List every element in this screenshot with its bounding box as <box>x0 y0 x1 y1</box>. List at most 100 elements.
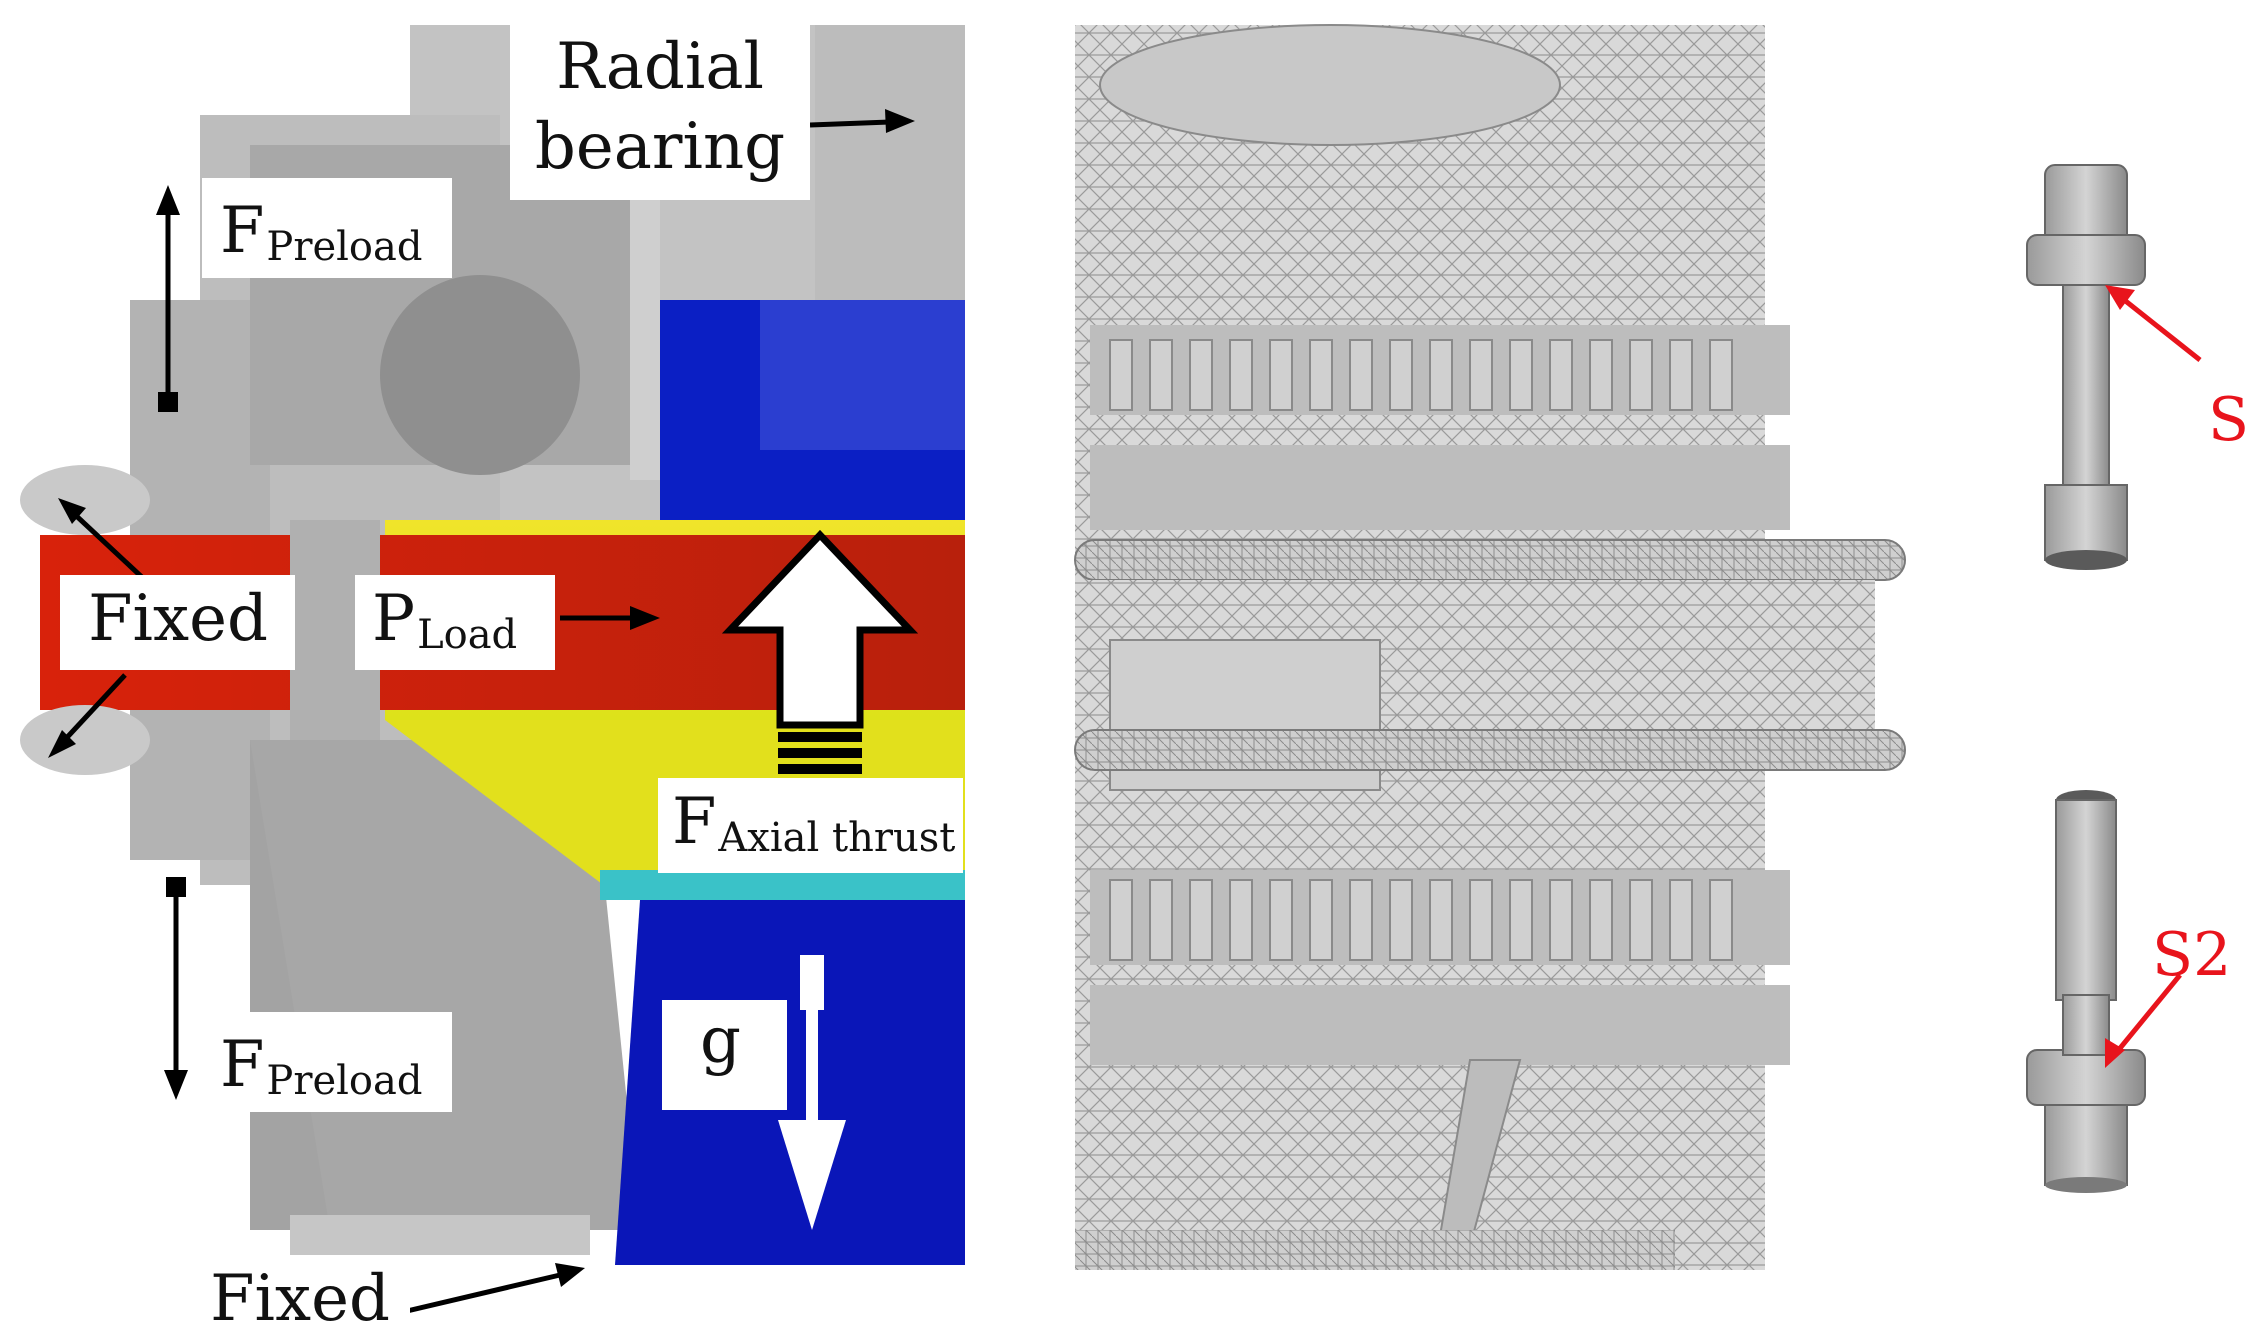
vane-post <box>1429 879 1453 961</box>
fixed-bottom-arrowhead <box>555 1263 585 1287</box>
g-box <box>662 1000 787 1110</box>
f-axial-main: F <box>672 785 716 859</box>
pipe-stub-lower <box>20 705 150 775</box>
gravity-arrowhead <box>778 1120 846 1230</box>
vane-post <box>1149 879 1173 961</box>
fixed-left-box <box>60 575 295 670</box>
fixed-bottom-label: Fixed <box>210 1262 390 1334</box>
runner-top-ellipse <box>1099 24 1561 146</box>
p-load-sub: Load <box>417 612 517 658</box>
middle-ring-lower <box>1074 729 1906 771</box>
radial-bearing-arrow <box>809 119 891 128</box>
pressure-cyan-band <box>600 870 965 900</box>
pressure-blue-bearing <box>760 300 965 450</box>
p-load-box <box>355 575 555 670</box>
s2-end-face <box>2045 1177 2127 1193</box>
fixed-bottom-arrow <box>389 1272 561 1318</box>
p-load-main: P <box>372 582 415 656</box>
preload-up-arrowhead <box>156 185 180 215</box>
vane-post <box>1589 879 1613 961</box>
s1-leader-head <box>2105 285 2135 310</box>
pipe-stub-upper <box>20 465 150 535</box>
vane-post <box>1589 339 1613 411</box>
p-load-label: PLoad <box>372 582 517 658</box>
vane-post <box>1109 879 1133 961</box>
vane-post <box>1109 339 1133 411</box>
vane-post <box>1669 879 1693 961</box>
f-preload-bottom-label: FPreload <box>220 1028 422 1104</box>
f-axial-label: FAxial thrust <box>672 785 955 861</box>
s2-collar <box>2026 1049 2146 1106</box>
gravity-arrow-shaft <box>806 1010 818 1120</box>
vane-post <box>1349 879 1373 961</box>
vane-post <box>1709 879 1733 961</box>
preload-down-arrowhead <box>164 1070 188 1100</box>
load-arrows <box>48 109 915 1318</box>
gravity-arrow-cap <box>800 955 824 1010</box>
f-preload-top-label: FPreload <box>220 194 422 270</box>
g-label: g <box>700 1004 741 1078</box>
f-axial-sub: Axial thrust <box>717 815 955 861</box>
vane-post <box>1229 879 1253 961</box>
fixed-left-arrowhead-down <box>48 730 76 758</box>
s2-leader <box>2110 973 2182 1060</box>
vane-post <box>1509 879 1533 961</box>
vane-post <box>1389 879 1413 961</box>
vane-post <box>1669 339 1693 411</box>
vane-post <box>1309 879 1333 961</box>
vane-post <box>1549 879 1573 961</box>
f-axial-box <box>658 778 963 873</box>
s2-leader-head <box>2105 1038 2125 1068</box>
vane-post <box>1549 339 1573 411</box>
axial-thrust-stripe-3 <box>778 764 862 774</box>
preload-up-anchor <box>158 392 178 412</box>
f-preload-top-main: F <box>220 194 264 268</box>
f-preload-top-sub: Preload <box>266 224 422 270</box>
radial-bearing-line1: Radial <box>556 30 764 104</box>
hub-bore <box>380 275 580 475</box>
pressure-blue-lower <box>615 900 965 1265</box>
vane-post <box>1149 339 1173 411</box>
radial-bearing-arrowhead <box>885 109 915 133</box>
vane-post <box>1389 339 1413 411</box>
vane-post <box>1469 339 1493 411</box>
axial-thrust-arrow-body <box>721 529 919 729</box>
radial-bearing-box <box>510 25 810 200</box>
middle-ring-upper <box>1074 539 1906 581</box>
vane-posts <box>1109 339 1733 961</box>
s2-label: S2 <box>2152 920 2231 990</box>
lower-vane-band-2 <box>1090 985 1790 1065</box>
f-preload-bottom-main: F <box>220 1028 264 1102</box>
vane-post <box>1709 339 1733 411</box>
s1-label: S1 <box>2208 385 2249 455</box>
f-preload-bottom-sub: Preload <box>266 1058 422 1104</box>
gravity-arrow <box>778 955 846 1230</box>
s1-leader <box>2116 293 2202 362</box>
f-preload-top-box <box>202 178 452 278</box>
fixed-left-label: Fixed <box>88 582 268 656</box>
vane-post <box>1229 339 1253 411</box>
preload-down-anchor <box>166 877 186 897</box>
fixed-bottom-box <box>190 1255 410 1334</box>
fixed-left-arrow-up <box>68 508 147 582</box>
runner-lower-cone <box>1075 1065 1760 1250</box>
s2-upper-shank <box>2055 799 2117 1001</box>
fixed-left-arrow-down <box>58 673 127 747</box>
axial-thrust-stripe-2 <box>778 748 862 758</box>
radial-bearing-line2: bearing <box>535 110 785 184</box>
vane-post <box>1509 339 1533 411</box>
specimens-panel: S1 S2 <box>2026 164 2249 1193</box>
s1-collar <box>2026 234 2146 286</box>
s2-foot <box>2044 1104 2128 1186</box>
vane-post <box>1469 879 1493 961</box>
s2-neck <box>2062 994 2110 1056</box>
vane-post <box>1429 339 1453 411</box>
runner-base-ring <box>1075 1230 1675 1270</box>
vane-post <box>1189 879 1213 961</box>
labels-left: Radial bearing FPreload Fixed PLoad FAxi… <box>60 25 963 1336</box>
vane-post <box>1629 879 1653 961</box>
s1-shank <box>2062 284 2110 491</box>
f-preload-bottom-box <box>202 1012 452 1112</box>
